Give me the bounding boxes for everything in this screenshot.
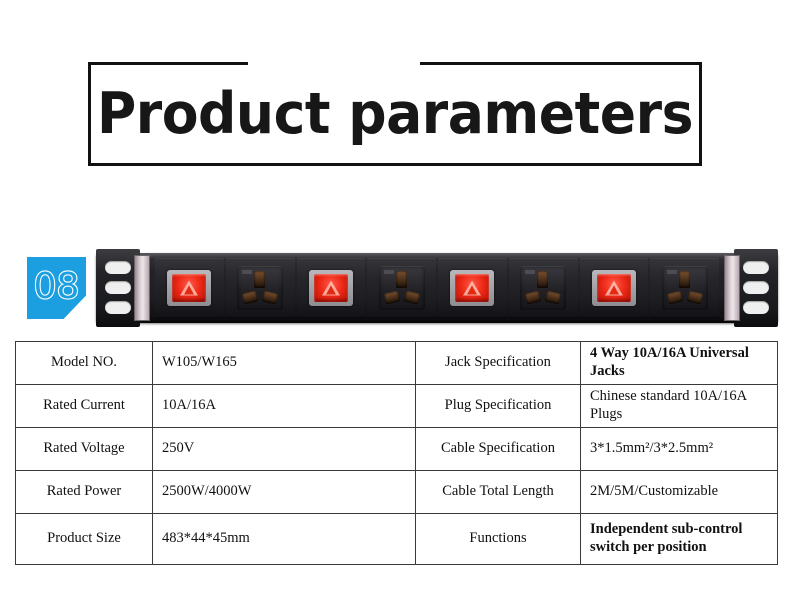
spec-label: Model NO.: [15, 341, 153, 385]
spec-value: 483*44*45mm: [152, 513, 416, 565]
pdu-socket-module: [225, 258, 295, 318]
warning-triangle-icon: [463, 280, 482, 296]
spec-label: Functions: [415, 513, 581, 565]
rack-ear-left: [96, 249, 140, 327]
rocker-switch-rocker: [455, 274, 490, 302]
socket-hole-left: [666, 290, 683, 305]
pdu-switch-module: [296, 258, 366, 318]
socket-hole-left: [383, 290, 400, 305]
spec-label: Rated Power: [15, 470, 153, 514]
brand-label-strip-left: [134, 255, 150, 321]
socket-hole-top: [537, 271, 549, 288]
spec-label: Rated Current: [15, 384, 153, 428]
pdu-switch-module: [438, 258, 507, 318]
pdu-socket-module: [508, 258, 578, 318]
spec-value: 3*1.5mm²/3*2.5mm²: [580, 427, 778, 471]
pdu-switch-module: [579, 258, 649, 318]
spec-label: Cable Specification: [415, 427, 581, 471]
socket-hole-right: [403, 290, 420, 305]
section-number-badge-label: 08: [32, 264, 80, 307]
rocker-switch-icon: [450, 270, 495, 306]
socket-hole-top: [395, 271, 407, 288]
spec-label: Jack Specification: [415, 341, 581, 385]
socket-hole-top: [678, 271, 690, 288]
pdu-module-row: [154, 258, 720, 318]
rocker-switch-icon: [308, 270, 353, 306]
universal-socket-icon: [378, 266, 425, 310]
page-title-box-top-gap: [248, 56, 420, 68]
spec-value: Independent sub-control switch per posit…: [580, 513, 778, 565]
spec-value: 10A/16A: [152, 384, 416, 428]
warning-triangle-icon: [604, 280, 623, 296]
spec-value: 2500W/4000W: [152, 470, 416, 514]
socket-tab: [383, 270, 394, 274]
product-image-pdu: [96, 249, 778, 327]
rack-slot-icon: [743, 261, 769, 274]
pdu-switch-module: [155, 258, 224, 318]
table-row: Product Size 483*44*45mm Functions Indep…: [15, 513, 778, 565]
socket-hole-right: [262, 290, 279, 305]
socket-hole-right: [545, 290, 562, 305]
rack-slot-icon: [743, 281, 769, 294]
spec-label: Plug Specification: [415, 384, 581, 428]
brand-label-strip-right: [724, 255, 740, 321]
rack-slot-icon: [105, 281, 131, 294]
spec-value: 250V: [152, 427, 416, 471]
socket-tab: [525, 270, 536, 274]
socket-tab: [666, 270, 677, 274]
rocker-switch-rocker: [313, 274, 348, 302]
socket-hole-top: [254, 271, 266, 288]
rack-slot-icon: [105, 261, 131, 274]
warning-triangle-icon: [180, 280, 199, 296]
socket-tab: [242, 270, 253, 274]
rack-ear-right: [734, 249, 778, 327]
spec-label: Cable Total Length: [415, 470, 581, 514]
table-row: Model NO. W105/W165 Jack Specification 4…: [15, 341, 778, 385]
spec-label: Rated Voltage: [15, 427, 153, 471]
warning-triangle-icon: [321, 280, 340, 296]
pdu-socket-module: [650, 258, 719, 318]
rocker-switch-rocker: [172, 274, 207, 302]
socket-hole-right: [686, 290, 703, 305]
socket-hole-left: [242, 290, 259, 305]
spec-value: 2M/5M/Customizable: [580, 470, 778, 514]
universal-socket-icon: [520, 266, 567, 310]
rocker-switch-rocker: [596, 274, 631, 302]
page-title: Product parameters: [96, 80, 694, 147]
socket-hole-left: [525, 290, 542, 305]
table-row: Rated Current 10A/16A Plug Specification…: [15, 384, 778, 428]
spec-value-line1: Independent sub-control: [590, 521, 743, 538]
spec-value: 4 Way 10A/16A Universal Jacks: [580, 341, 778, 385]
pdu-socket-module: [367, 258, 436, 318]
table-row: Rated Voltage 250V Cable Specification 3…: [15, 427, 778, 471]
spec-value: Chinese standard 10A/16A Plugs: [580, 384, 778, 428]
rack-slot-icon: [743, 301, 769, 314]
rocker-switch-icon: [167, 270, 212, 306]
spec-label: Product Size: [15, 513, 153, 565]
spec-value-line2: switch per position: [590, 539, 707, 555]
spec-value: W105/W165: [152, 341, 416, 385]
rack-slot-icon: [105, 301, 131, 314]
rocker-switch-icon: [591, 270, 636, 306]
universal-socket-icon: [237, 266, 284, 310]
table-row: Rated Power 2500W/4000W Cable Total Leng…: [15, 470, 778, 514]
universal-socket-icon: [661, 266, 708, 310]
product-spec-table: Model NO. W105/W165 Jack Specification 4…: [15, 341, 778, 565]
